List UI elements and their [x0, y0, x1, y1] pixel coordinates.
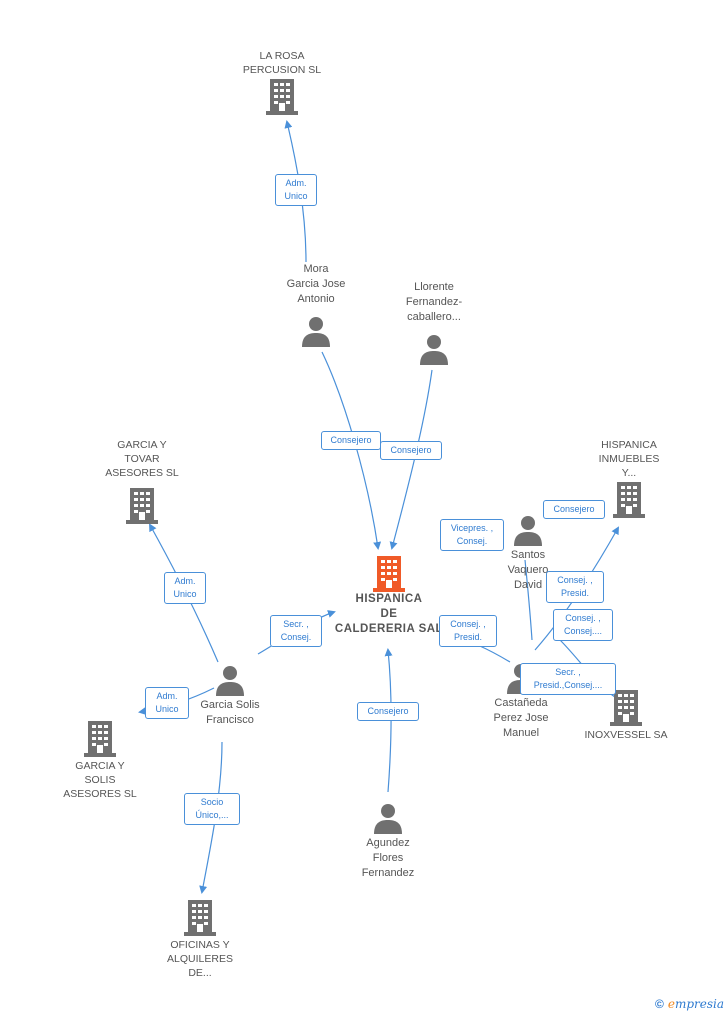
node-label: INOXVESSEL SA: [584, 729, 668, 741]
node-label: Mora Garcia Jose Antonio: [286, 263, 346, 305]
person-icon: [374, 804, 402, 834]
company-la-rosa-percusion[interactable]: LA ROSA PERCUSION SL: [222, 49, 342, 115]
node-label: GARCIA Y SOLIS ASESORES SL: [63, 760, 137, 800]
company-inoxvessel[interactable]: INOXVESSEL SA: [568, 688, 684, 742]
role-label-mora-larosa[interactable]: Adm. Unico: [275, 174, 317, 206]
company-garcia-y-solis-asesores[interactable]: GARCIA Y SOLIS ASESORES SL: [50, 719, 150, 801]
node-label: GARCIA Y TOVAR ASESORES SL: [105, 439, 179, 479]
edge-mora-main: [321, 351, 382, 550]
building-icon-main: [373, 556, 405, 592]
person-icon: [302, 317, 330, 347]
person-icon: [420, 335, 448, 365]
company-oficinas-y-alquileres[interactable]: OFICINAS Y ALQUILERES DE...: [150, 898, 250, 980]
person-mora-garcia-jose-antonio[interactable]: Mora Garcia Jose Antonio: [266, 262, 366, 349]
person-agundez-flores-fernandez[interactable]: Agundez Flores Fernandez: [340, 802, 436, 881]
node-label: LA ROSA PERCUSION SL: [242, 50, 322, 76]
role-label-solis-main[interactable]: Secr. , Consej.: [270, 615, 322, 647]
role-label-llorente-main[interactable]: Consejero: [380, 441, 442, 460]
building-icon: [126, 488, 158, 524]
building-icon: [266, 79, 298, 115]
edge-agundez-main: [384, 648, 393, 793]
brand-e: e: [667, 997, 675, 1011]
role-label-inm-consejero[interactable]: Consejero: [543, 500, 605, 519]
brand-name: mpresia: [674, 997, 724, 1011]
person-icon: [216, 666, 244, 696]
role-label-santos-main[interactable]: Vicepres. , Consej.: [440, 519, 504, 551]
role-label-castaneda-inox[interactable]: Secr. , Presid.,Consej....: [520, 663, 616, 695]
node-label: Santos Vaquero David: [507, 549, 549, 591]
building-icon: [610, 690, 642, 726]
node-label: HISPANICA INMUEBLES Y...: [598, 439, 660, 479]
person-santos-vaquero-david[interactable]: Santos Vaquero David: [486, 514, 570, 593]
empresia-logo: ©empresia: [655, 997, 724, 1011]
node-label: Agundez Flores Fernandez: [361, 837, 415, 879]
role-label-agundez-main[interactable]: Consejero: [357, 702, 419, 721]
building-icon: [613, 482, 645, 518]
building-icon: [184, 900, 216, 936]
role-label-castaneda-inm[interactable]: Consej. , Presid.: [546, 571, 604, 603]
company-hispanica-inmuebles[interactable]: HISPANICA INMUEBLES Y...: [582, 438, 676, 518]
role-label-solis-asesores[interactable]: Adm. Unico: [145, 687, 189, 719]
node-label: HISPANICA DE CALDERERIA SAL: [334, 593, 444, 635]
role-label-solis-oficinas[interactable]: Socio Único,...: [184, 793, 240, 825]
node-label: Llorente Fernandez- caballero...: [405, 281, 463, 323]
copyright-symbol: ©: [654, 997, 664, 1011]
company-garcia-y-tovar-asesores[interactable]: GARCIA Y TOVAR ASESORES SL: [84, 438, 200, 524]
node-label: OFICINAS Y ALQUILERES DE...: [167, 939, 233, 979]
role-label-castaneda-consej[interactable]: Consej. , Consej....: [553, 609, 613, 641]
role-label-mora-main[interactable]: Consejero: [321, 431, 381, 450]
person-garcia-solis-francisco[interactable]: Garcia Solis Francisco: [180, 664, 280, 728]
role-label-castaneda-main[interactable]: Consej. , Presid.: [439, 615, 497, 647]
node-label: Garcia Solis Francisco: [200, 699, 260, 726]
role-label-solis-tovar[interactable]: Adm. Unico: [164, 572, 206, 604]
company-hispanica-de-caldereria-main[interactable]: HISPANICA DE CALDERERIA SAL: [324, 554, 454, 637]
edge-santos: [524, 559, 533, 641]
building-icon: [84, 721, 116, 757]
person-icon: [514, 516, 542, 546]
node-label: Castañeda Perez Jose Manuel: [493, 697, 549, 739]
person-llorente-fernandez-caballero[interactable]: Llorente Fernandez- caballero...: [384, 280, 484, 367]
